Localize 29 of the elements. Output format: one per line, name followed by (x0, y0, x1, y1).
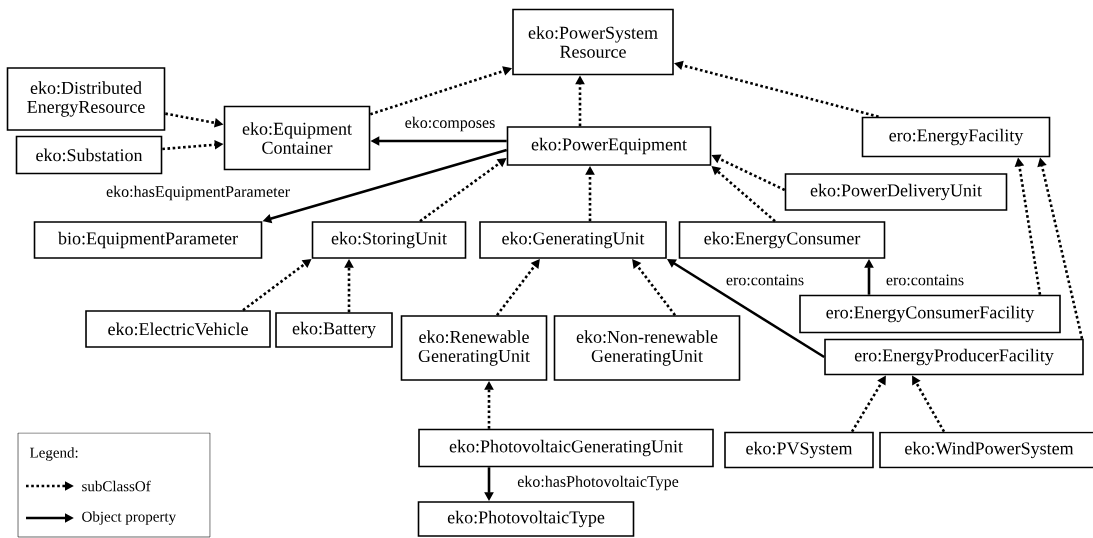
class-box: eko:Substation (15, 135, 163, 175)
class-box: eko:StoringUnit (311, 221, 467, 259)
class-box: ero:EnergyProducerFacility (824, 338, 1084, 376)
class-box: eko:PhotovoltaicType (417, 501, 635, 537)
class-box: ero:EnergyFacility (861, 116, 1051, 158)
class-box: eko:GeneratingUnit (479, 221, 667, 259)
legend-title: Legend: (30, 447, 78, 461)
class-box: eko:PVSystem (724, 431, 874, 469)
legend-text: subClassOf (82, 480, 151, 492)
class-box: eko:Battery (275, 312, 393, 348)
class-box: eko:Renewable GeneratingUnit (400, 315, 548, 381)
class-box: eko:ElectricVehicle (85, 310, 271, 348)
edge-label: eko:hasEquipmentParameter (105, 184, 291, 202)
legend-text: Object property (82, 511, 177, 525)
class-box: eko:Distributed EnergyResource (6, 67, 166, 131)
edge-label: eko:composes (403, 115, 497, 133)
class-box: eko:PowerDeliveryUnit (784, 173, 1008, 211)
edge-label: ero:contains (724, 273, 806, 287)
class-box: bio:EquipmentParameter (33, 221, 263, 259)
edge-label: eko:hasPhotovoltaicType (516, 474, 680, 492)
class-box: eko:PowerEquipment (506, 126, 712, 166)
class-box: eko:Equipment Container (223, 105, 371, 171)
edge-label: ero:contains (884, 273, 966, 287)
class-box: eko:PhotovoltaicGeneratingUnit (418, 428, 714, 468)
class-box: eko:PowerSystem Resource (512, 8, 674, 76)
class-box: eko:Non-renewable GeneratingUnit (553, 315, 741, 381)
class-box: eko:WindPowerSystem (879, 431, 1093, 469)
class-box: eko:EnergyConsumer (678, 221, 886, 259)
class-box: ero:EnergyConsumerFacility (799, 294, 1061, 334)
